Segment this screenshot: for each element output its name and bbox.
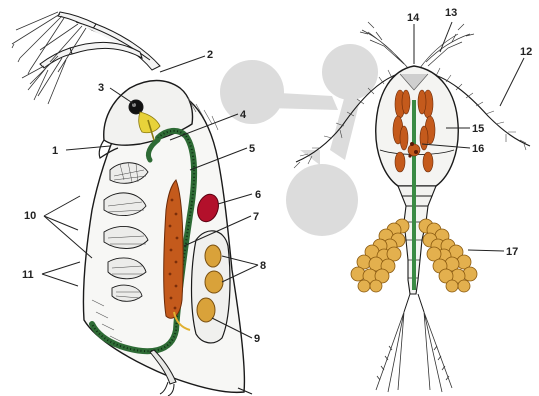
- label-4: 4: [240, 109, 247, 121]
- label-1: 1: [52, 145, 58, 157]
- label-6: 6: [255, 189, 261, 201]
- label-12: 12: [520, 46, 532, 58]
- caudal-furca: [404, 294, 424, 312]
- label-8: 8: [260, 260, 266, 272]
- thoracic-segments: [398, 186, 436, 206]
- daphnia-antennae: [40, 12, 160, 70]
- egg-sac-left: [351, 219, 409, 292]
- abdominal-claw: [160, 382, 174, 396]
- label-7: 7: [253, 211, 259, 223]
- label-13: 13: [445, 7, 457, 19]
- label-11: 11: [22, 269, 34, 281]
- label-9: 9: [254, 333, 260, 345]
- label-5: 5: [249, 143, 255, 155]
- label-14: 14: [407, 12, 420, 24]
- label-17: 17: [506, 246, 518, 258]
- label-2: 2: [207, 49, 213, 61]
- label-16: 16: [472, 143, 484, 155]
- watermark-logo: [220, 44, 378, 236]
- label-15: 15: [472, 123, 484, 135]
- label-3: 3: [98, 82, 104, 94]
- daphnia-figure: [12, 12, 252, 396]
- label-10: 10: [24, 210, 36, 222]
- caudal-setae: [376, 312, 452, 392]
- cyclops-antennae-setae: [360, 22, 474, 68]
- egg-sac-right: [419, 219, 477, 292]
